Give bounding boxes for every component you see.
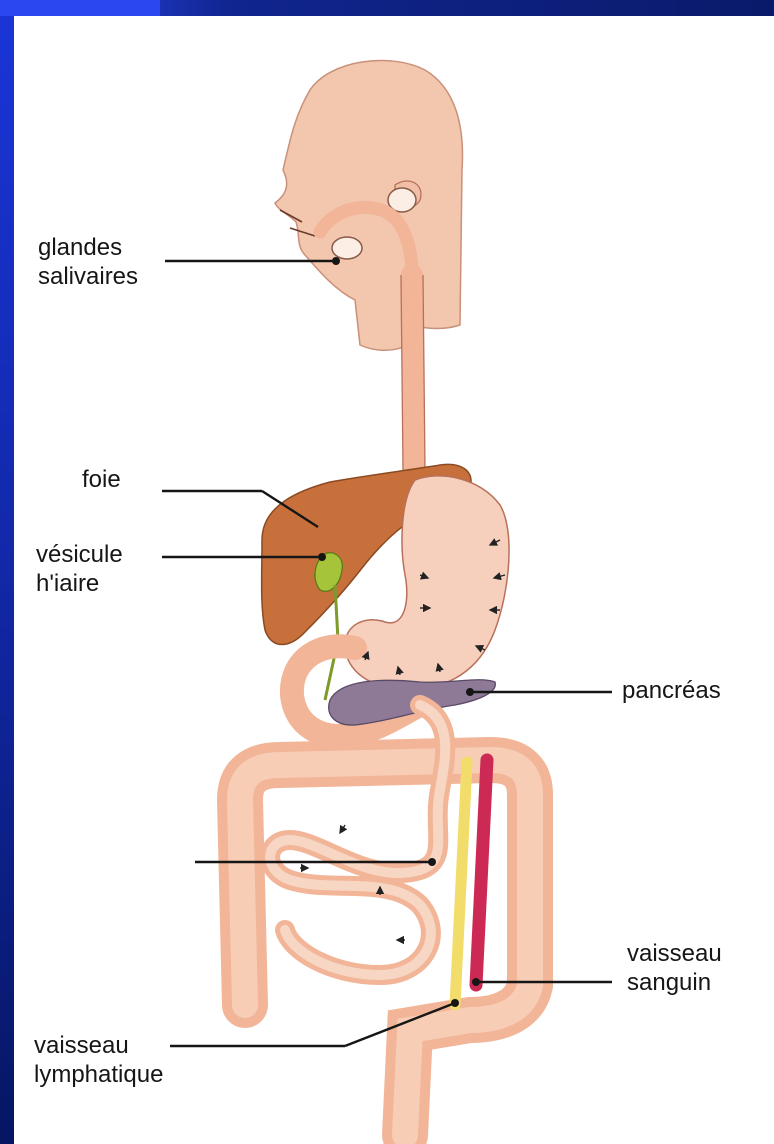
label-pancreas: pancréas (622, 676, 721, 705)
label-vaisseau-sanguin: vaisseau sanguin (627, 939, 722, 997)
salivary-gland-1 (332, 237, 362, 259)
label-vesicule-biliaire: vésicule h'iaire (36, 540, 123, 598)
blood-vessel (476, 760, 487, 985)
label-glandes-salivaires: glandes salivaires (38, 233, 138, 291)
label-vaisseau-lymphatique: vaisseau lymphatique (34, 1031, 163, 1089)
lymphatic-vessel (455, 762, 467, 1005)
label-foie: foie (82, 465, 121, 494)
